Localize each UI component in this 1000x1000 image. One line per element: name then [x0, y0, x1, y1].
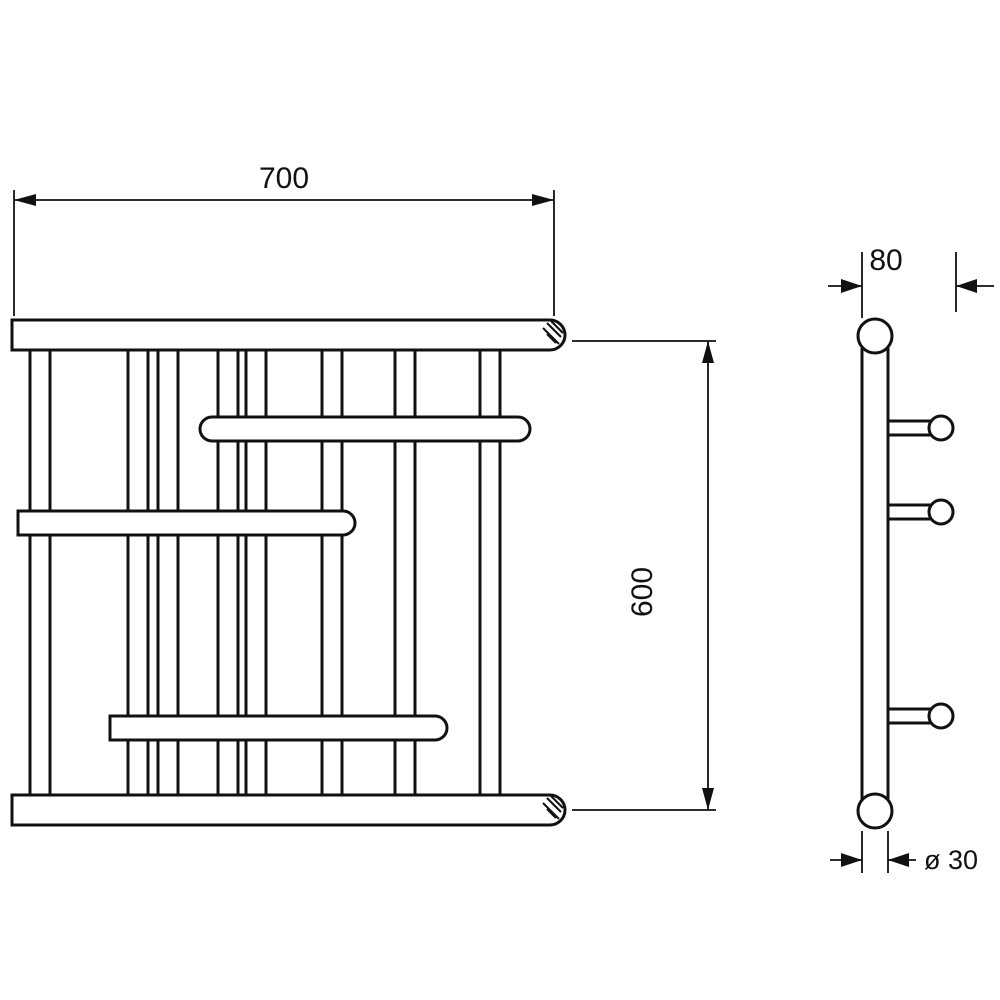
- peg-end-cap: [927, 498, 955, 526]
- peg-end-cap: [927, 702, 955, 730]
- arrowhead-left: [956, 279, 977, 293]
- side-tube-bottom-cap: [856, 792, 894, 830]
- hatch-line: [546, 322, 562, 338]
- rail-end-hatching: [542, 320, 564, 820]
- arrowhead-up: [702, 341, 714, 363]
- arrowhead-down: [702, 788, 714, 810]
- hatch-line: [546, 808, 557, 819]
- front-view: [10, 318, 567, 827]
- hatch-line: [550, 795, 564, 809]
- arrowhead-left: [14, 194, 36, 206]
- front-crossbar-top: [198, 415, 532, 443]
- front-bottom-rail: [10, 793, 567, 827]
- side-tube-top-cap: [856, 317, 894, 355]
- arrowhead-right: [841, 853, 862, 867]
- hatch-line: [550, 320, 564, 334]
- hatch-line: [542, 327, 560, 345]
- hatch-line: [542, 802, 560, 820]
- peg-end-cap: [927, 414, 955, 442]
- dimension-height-600: 600: [572, 340, 716, 811]
- side-pegs: [888, 414, 955, 730]
- arrowhead-right: [841, 279, 862, 293]
- dimension-diameter-30: ø 30: [830, 831, 978, 875]
- front-crossbar-middle: [16, 509, 357, 537]
- hatch-line: [546, 797, 562, 813]
- front-top-rail: [10, 318, 567, 352]
- depth-dimension-label: 80: [869, 244, 902, 277]
- dimension-depth-80: 80: [828, 244, 994, 318]
- hatch-line: [546, 333, 557, 344]
- front-crossbar-bottom: [108, 714, 449, 742]
- width-dimension-label: 700: [259, 162, 309, 195]
- arrowhead-left: [888, 853, 909, 867]
- diameter-dimension-label: ø 30: [924, 845, 978, 875]
- side-view: [856, 317, 955, 830]
- side-tube: [860, 348, 890, 800]
- height-dimension-label: 600: [626, 567, 659, 617]
- arrowhead-right: [532, 194, 554, 206]
- dimension-width-700: 700: [13, 162, 555, 316]
